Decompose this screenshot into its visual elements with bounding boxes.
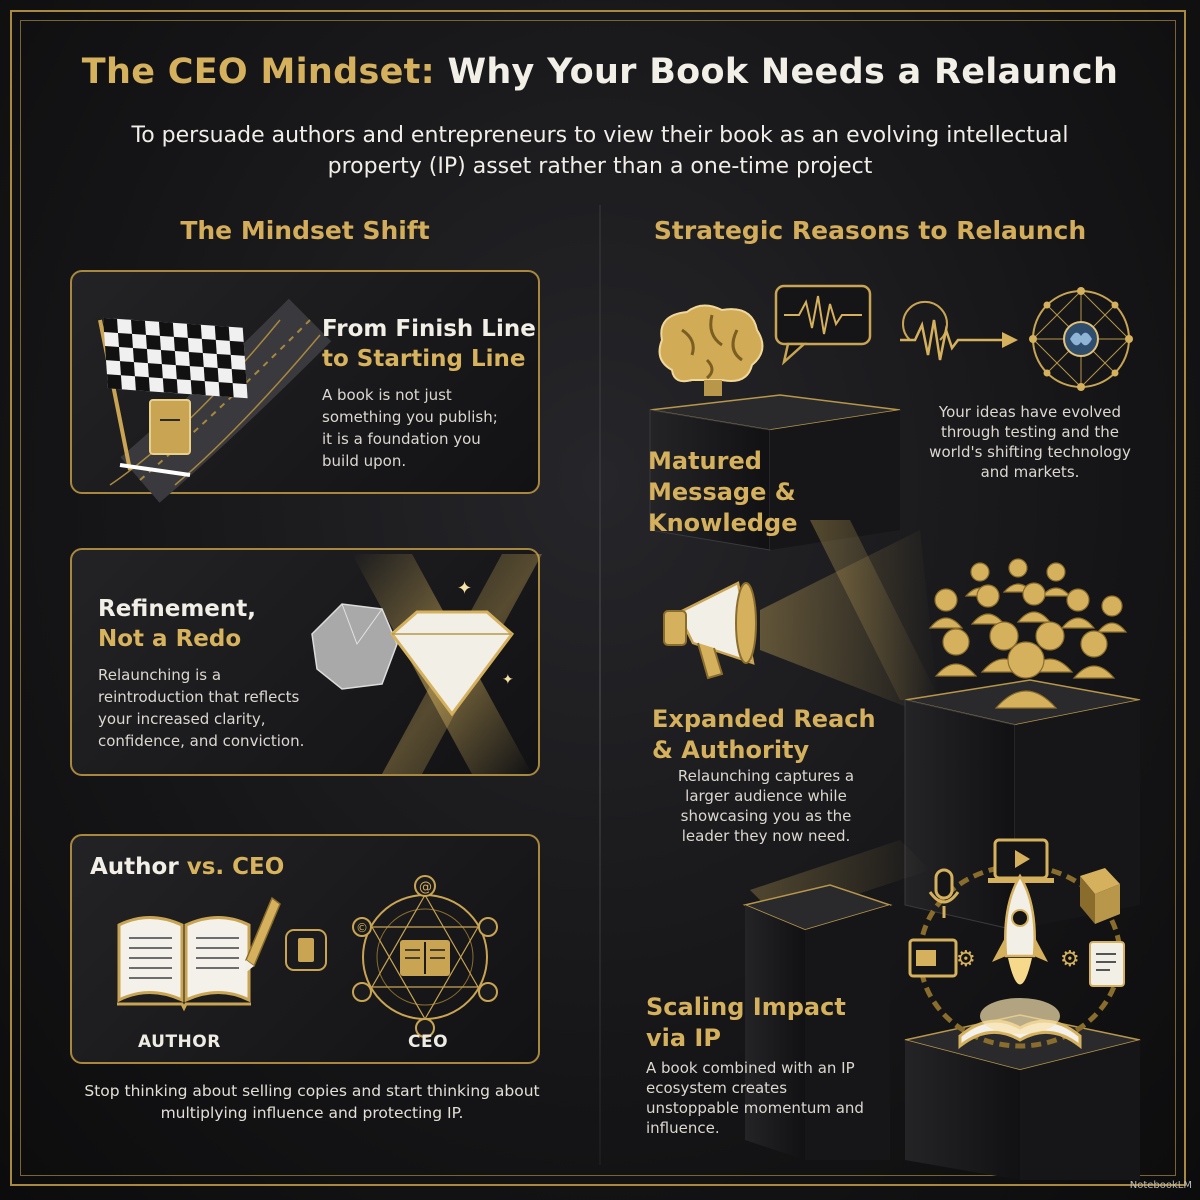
reason3-body: A book combined with an IP ecosystem cre… <box>646 1059 864 1137</box>
pen-icon <box>244 896 281 974</box>
page-title: The CEO Mindset: Why Your Book Needs a R… <box>81 52 1119 92</box>
card2-title-line1: Refinement, <box>98 596 257 622</box>
card1-title-line2: to Starting Line <box>322 346 526 372</box>
ceo-label: CEO <box>408 1032 449 1052</box>
audience-crowd-icon <box>928 558 1128 709</box>
diamond-icon: ✦ ✦ <box>311 554 542 774</box>
card3-title: Author vs. CEO <box>90 854 285 880</box>
card2-title-line2: Not a Redo <box>98 626 242 652</box>
speech-bubble-waveform-icon <box>774 284 872 366</box>
reason2-title: Expanded Reach & Authority <box>652 705 876 764</box>
card-refinement: ✦ ✦ Refinement, Not a Redo Relaunching i… <box>70 548 542 776</box>
svg-text:✦: ✦ <box>502 672 514 688</box>
card1-title-line1: From Finish Line <box>322 316 536 342</box>
inner-frame <box>20 20 1176 1176</box>
column-divider <box>599 205 601 1165</box>
author-label: AUTHOR <box>138 1032 221 1052</box>
card2-body: Relaunching is a reintroduction that ref… <box>98 666 305 750</box>
svg-text:⚙: ⚙ <box>1060 947 1080 972</box>
svg-text:⚙: ⚙ <box>956 947 976 972</box>
brand-watermark: NotebookLM <box>1129 1180 1192 1191</box>
ceo-network-icon: @ © <box>352 875 498 1038</box>
svg-text:©: © <box>356 921 368 935</box>
reason1-title: Matured Message & Knowledge <box>648 447 798 537</box>
reason2-body: Relaunching captures a larger audience w… <box>677 767 855 845</box>
outer-frame <box>10 10 1186 1186</box>
ai-network-icon <box>1029 287 1133 391</box>
card1-body: A book is not just something you publish… <box>322 386 498 470</box>
open-book-icon <box>117 916 251 1012</box>
reason3-title: Scaling Impact via IP <box>646 993 846 1052</box>
closing-statement: Stop thinking about selling copies and s… <box>84 1082 540 1122</box>
reason1-body: Your ideas have evolved through testing … <box>929 403 1131 481</box>
brain-icon <box>658 304 764 396</box>
card-finish-to-starting: From Finish Line to Starting Line A book… <box>70 270 540 503</box>
waveform-arrow-icon <box>900 300 1018 361</box>
checkered-flag-icon <box>98 298 332 503</box>
mindset-shift-heading: The Mindset Shift <box>180 216 430 245</box>
ip-ecosystem-icon: ⚙ ⚙ <box>908 838 1125 1050</box>
svg-text:@: @ <box>419 880 432 895</box>
svg-text:✦: ✦ <box>457 578 472 599</box>
strategic-reasons-heading: Strategic Reasons to Relaunch <box>653 216 1087 245</box>
page-subtitle: To persuade authors and entrepreneurs to… <box>131 123 1069 179</box>
card-author-vs-ceo: Author vs. CEO @ © AUTHOR <box>70 834 540 1064</box>
connector-book-icon <box>285 929 327 971</box>
megaphone-icon <box>663 581 757 680</box>
